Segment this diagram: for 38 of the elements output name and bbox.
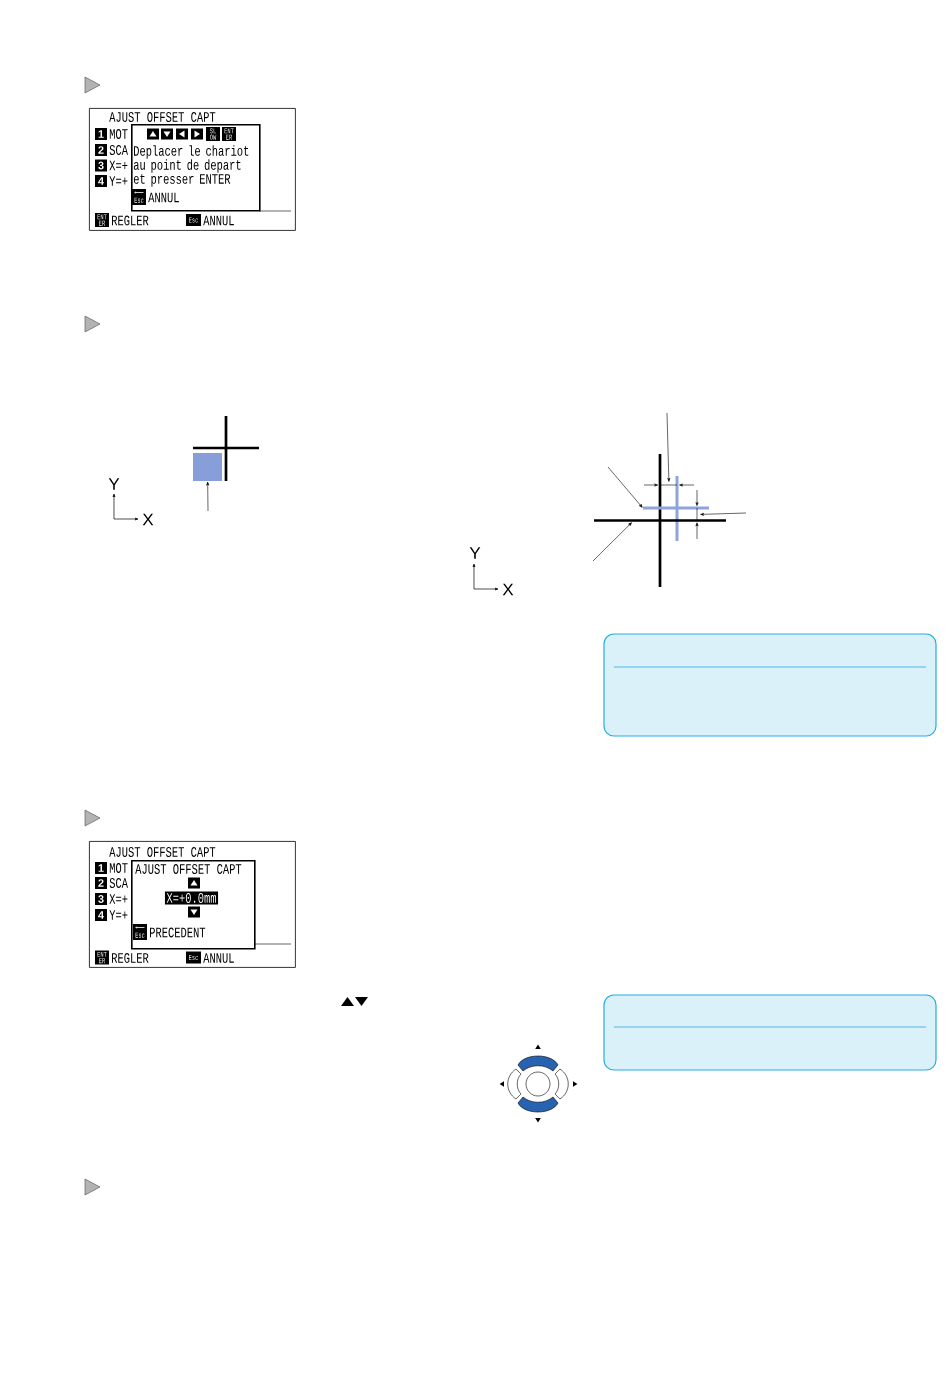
dialog-title: AJUST OFFSET CAPT (135, 864, 242, 874)
softkey-label: REGLER (112, 953, 149, 963)
axis-label: Y (108, 478, 120, 490)
menu-item: X=+ (109, 160, 128, 171)
number-badge: 3 (95, 893, 107, 905)
menu-item: SCA (109, 878, 128, 888)
softkey-label: ANNUL (203, 215, 234, 226)
leader-line (700, 512, 747, 516)
axis-label: Y (469, 547, 481, 559)
menu-item: X=+ (109, 894, 128, 904)
menu-item: Y=+ (109, 176, 128, 186)
number-badge: 1 (95, 862, 107, 874)
softkey-label: REGLER (112, 215, 149, 226)
number-badge: 2 (95, 144, 107, 156)
menu-item: Y=+ (109, 910, 128, 920)
menu-item: MOT (109, 129, 128, 139)
number-badge: 4 (95, 909, 107, 921)
message-text: Deplacer le chariot au point de depart et presser ENTER (133, 145, 249, 187)
dimension-line (695, 489, 699, 540)
number-badge: 1 (95, 128, 107, 140)
dimension-line (643, 483, 695, 487)
leader-line (592, 522, 632, 562)
softkey-label: ANNUL (148, 192, 179, 203)
number-badge: 4 (95, 175, 107, 187)
menu-item: SCA (109, 145, 128, 155)
screen-title: AJUST OFFSET CAPT (109, 112, 216, 122)
square-marker (193, 453, 222, 481)
axis-label: X (502, 583, 514, 596)
leader-line (607, 466, 643, 508)
menu-item: MOT (109, 863, 128, 873)
softkey-label: ANNUL (203, 953, 234, 963)
axis-label: X (142, 513, 154, 526)
number-badge: 2 (95, 877, 107, 889)
leader-line (206, 481, 210, 512)
leader-line (666, 412, 671, 482)
horizontal-line (643, 506, 709, 510)
screen-title: AJUST OFFSET CAPT (109, 847, 216, 857)
softkey-label: PRECEDENT (150, 927, 206, 938)
